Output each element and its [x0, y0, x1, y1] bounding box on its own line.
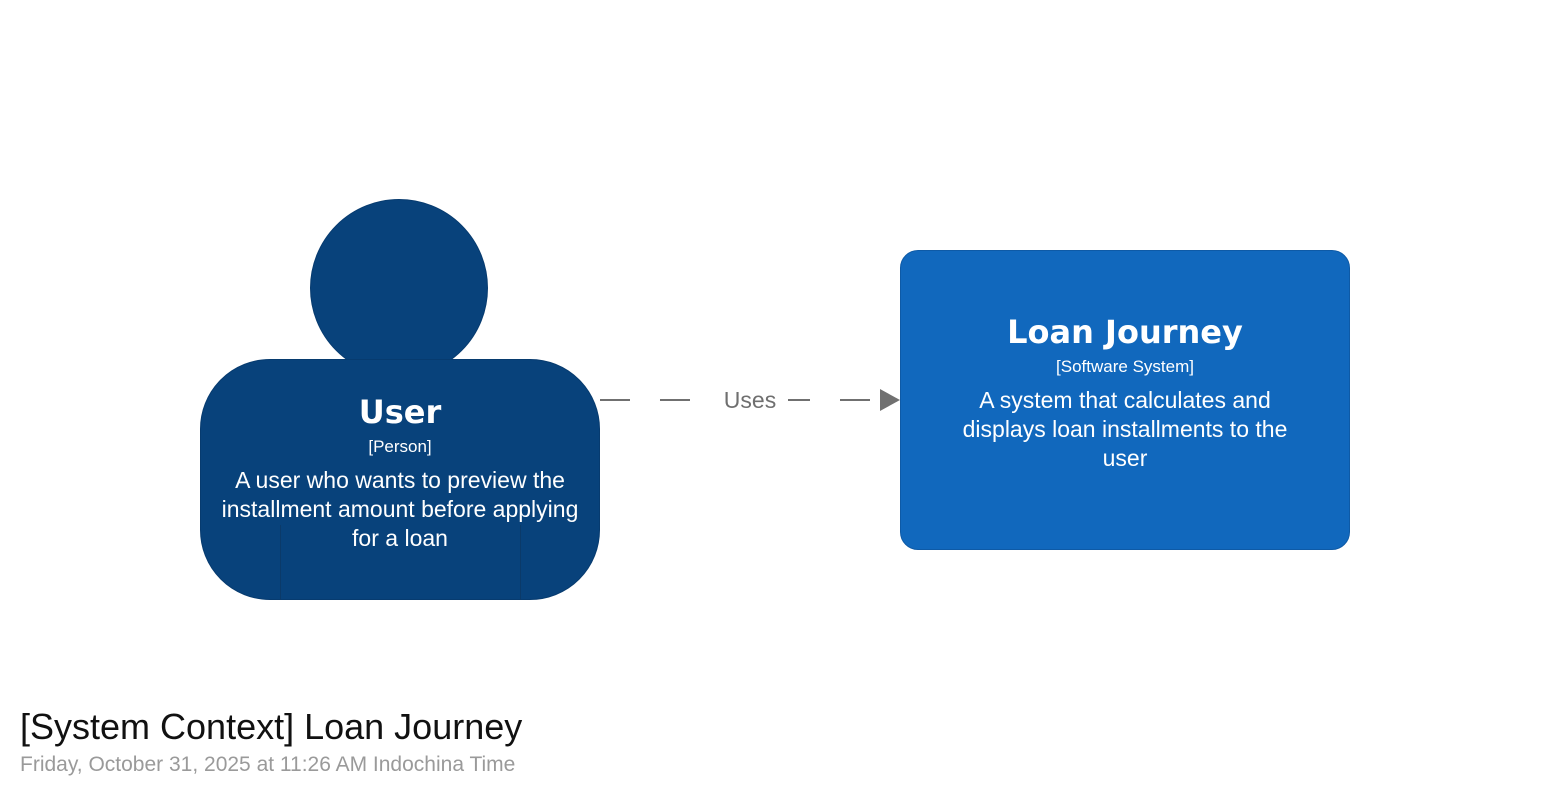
software-system-text: Loan Journey [Software System] A system … [900, 310, 1350, 473]
software-system-description: A system that calculates and displays lo… [962, 387, 1288, 471]
relationship-arrowhead [880, 389, 900, 411]
software-system-box[interactable] [900, 250, 1350, 550]
person-description: A user who wants to preview the installm… [221, 467, 579, 551]
relationship-label: Uses [712, 386, 788, 414]
software-system-name: Loan Journey [1007, 313, 1243, 351]
diagram-timestamp: Friday, October 31, 2025 at 11:26 AM Ind… [20, 753, 516, 776]
software-system-type: [Software System] [1056, 357, 1194, 376]
person-name: User [358, 393, 442, 431]
person-leg-line-right [520, 525, 521, 600]
person-element-text: User [Person] A user who wants to previe… [200, 390, 600, 553]
person-body[interactable] [200, 359, 600, 600]
diagram-title: [System Context] Loan Journey [20, 706, 523, 747]
person-head[interactable] [310, 199, 488, 377]
person-leg-line-left [280, 525, 281, 600]
person-type: [Person] [368, 437, 432, 456]
